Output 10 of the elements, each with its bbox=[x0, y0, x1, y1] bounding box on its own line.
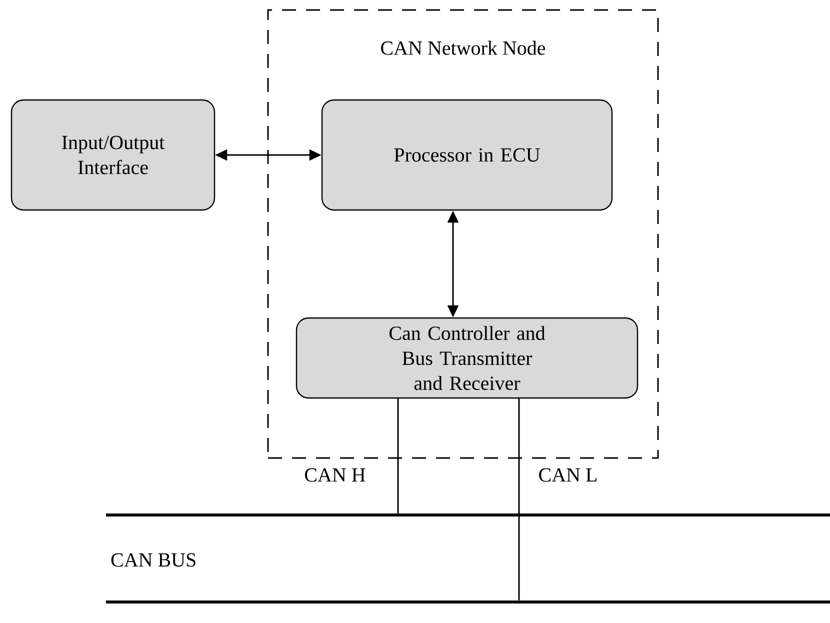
process-box: Can Controller and Bus Transmitter and Receiver bbox=[296, 317, 638, 399]
process-box: Processor in ECU bbox=[321, 99, 613, 211]
bus-line bbox=[106, 514, 830, 516]
bus-line bbox=[106, 600, 830, 604]
edge-label: CAN L bbox=[537, 467, 599, 483]
edge-label: CAN H bbox=[303, 467, 367, 483]
bus-label: CAN BUS bbox=[111, 553, 196, 567]
connector-line bbox=[518, 398, 520, 600]
process-box: Input/Output Interface bbox=[10, 99, 216, 211]
connector-line bbox=[397, 398, 399, 514]
